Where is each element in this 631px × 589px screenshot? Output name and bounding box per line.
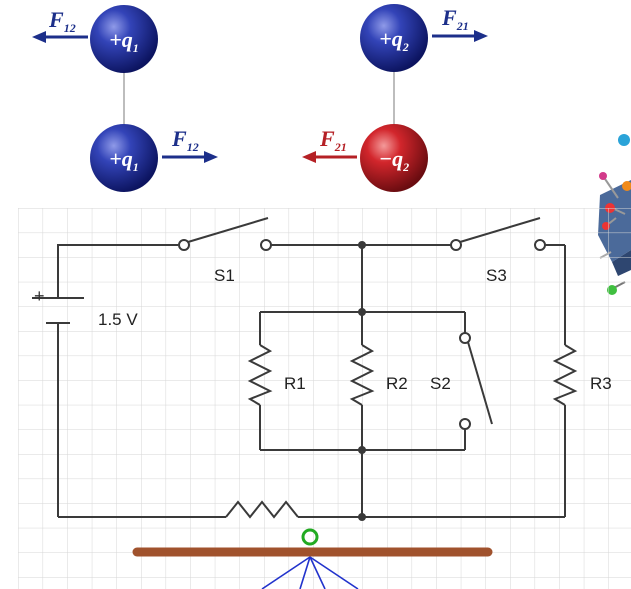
svg-text:F21: F21	[319, 126, 347, 154]
force-name: F	[319, 126, 335, 151]
battery-voltage-label: 1.5 V	[98, 310, 138, 329]
force-arrow-f12-bottom: F12	[162, 126, 218, 163]
charges-diagram: F12 F12 F21 F21 +q1 +q1	[32, 4, 488, 192]
charge-sign: +	[109, 146, 122, 171]
battery-symbol: + 1.5 V	[32, 286, 138, 329]
charge-q2-bottom: −q2	[360, 124, 428, 192]
switch-s2: S2	[430, 332, 493, 430]
force-subscript: 12	[187, 140, 199, 154]
charge-sign: −	[379, 146, 392, 171]
switch-s3-label: S3	[486, 266, 507, 285]
charge-sign: +	[109, 27, 122, 52]
charge-name: q	[392, 26, 403, 51]
resistor-r2-label: R2	[386, 374, 408, 393]
force-name: F	[441, 5, 457, 30]
battery-plus-label: +	[34, 286, 45, 306]
grid-background	[18, 208, 631, 589]
switch-s1-label: S1	[214, 266, 235, 285]
junction-dots	[358, 241, 366, 521]
svg-text:−q2: −q2	[379, 146, 409, 174]
force-subscript: 21	[456, 19, 469, 33]
resistor-r3-label: R3	[590, 374, 612, 393]
svg-text:+q1: +q1	[109, 27, 139, 55]
charge-q1-top: +q1	[90, 5, 158, 73]
force-subscript: 21	[334, 140, 347, 154]
resistor-r1: R1	[247, 344, 306, 406]
charge-subscript: 2	[402, 40, 409, 54]
svg-text:+q1: +q1	[109, 146, 139, 174]
lever-illustration	[132, 528, 493, 589]
charge-name: q	[122, 146, 133, 171]
resistor-bottom	[225, 500, 299, 519]
switch-s1: S1	[178, 217, 272, 285]
resistor-r1-label: R1	[284, 374, 306, 393]
force-subscript: 12	[64, 21, 76, 35]
switch-s2-label: S2	[430, 374, 451, 393]
svg-text:F12: F12	[48, 7, 76, 35]
resistor-r2: R2	[349, 344, 408, 406]
charge-subscript: 2	[402, 160, 409, 174]
charge-q1-bottom: +q1	[90, 124, 158, 192]
svg-text:F21: F21	[441, 5, 469, 33]
force-arrow-f12-top: F12	[32, 7, 88, 43]
resistor-r3: R3	[552, 344, 612, 406]
force-name: F	[171, 126, 187, 151]
force-arrow-f21-top: F21	[432, 5, 488, 42]
switch-s3: S3	[450, 217, 546, 285]
charge-q2-top: +q2	[360, 4, 428, 72]
svg-text:+q2: +q2	[379, 26, 409, 54]
charge-subscript: 1	[133, 160, 139, 174]
charge-name: q	[122, 27, 133, 52]
force-arrow-f21-bottom: F21	[302, 126, 357, 163]
light-rays	[261, 556, 359, 589]
charge-name: q	[392, 146, 403, 171]
pivot-point	[301, 528, 319, 546]
svg-text:F12: F12	[171, 126, 199, 154]
charge-subscript: 1	[133, 41, 139, 55]
charge-sign: +	[379, 26, 392, 51]
circuit-diagram: + 1.5 V S1 S3 S2 R1	[18, 208, 631, 589]
force-name: F	[48, 7, 64, 32]
